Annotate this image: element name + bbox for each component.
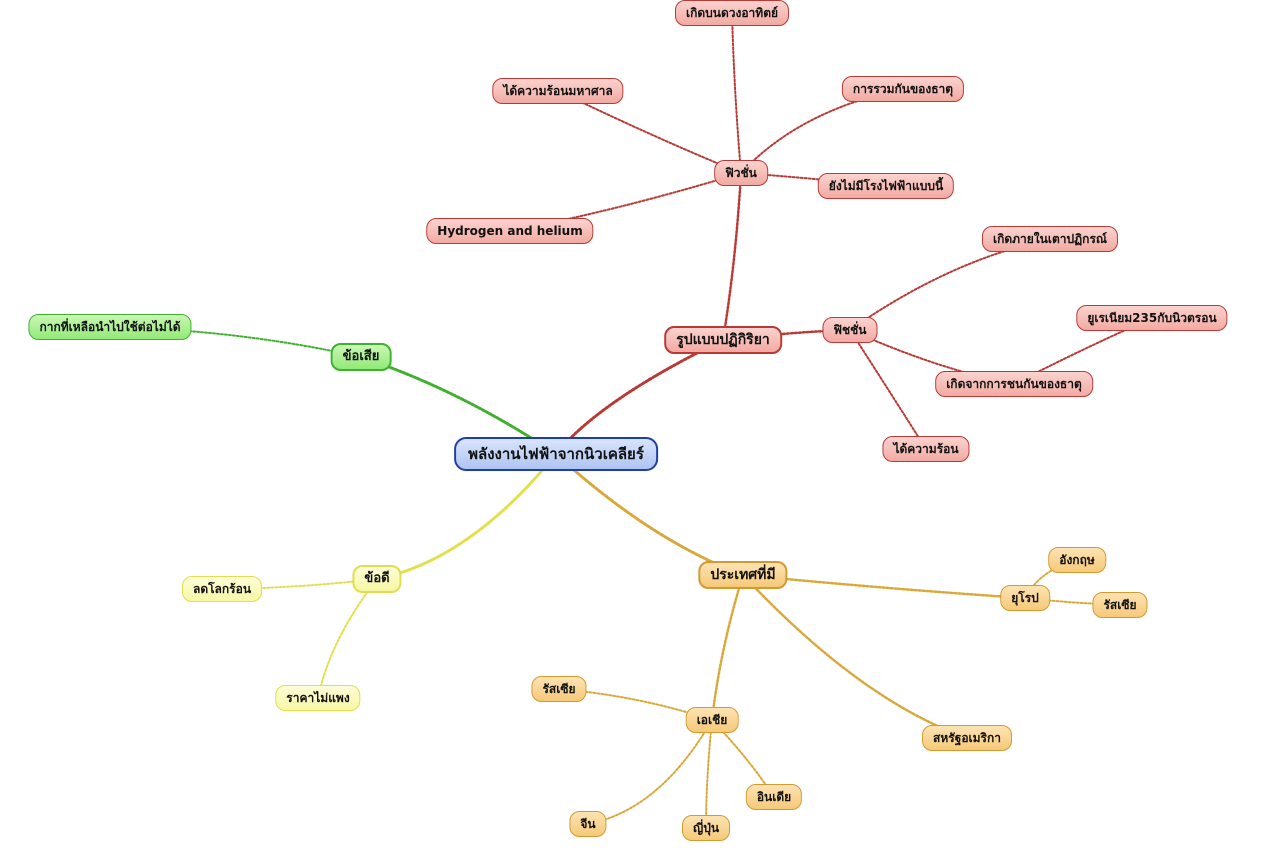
node-england[interactable]: อังกฤษ (1048, 547, 1106, 573)
node-fusion-hydrogen-helium[interactable]: Hydrogen and helium (426, 218, 594, 244)
node-asia[interactable]: เอเชีย (685, 707, 739, 733)
node-fission-uranium-neutron[interactable]: ยูเรเนียม235กับนิวตรอน (1076, 305, 1228, 331)
connector-line (741, 573, 969, 740)
node-india[interactable]: อินเดีย (745, 784, 803, 810)
node-countries[interactable]: ประเทศที่มี (698, 561, 788, 589)
central-topic[interactable]: พลังงานไฟฟ้าจากนิวเคลียร์ (454, 437, 658, 471)
node-fusion[interactable]: ฟิวชั่น (714, 160, 768, 186)
node-fission-heat[interactable]: ได้ความร้อน (882, 436, 970, 462)
node-fission-in-reactor[interactable]: เกิดภายในเตาปฏิกรณ์ (981, 226, 1119, 252)
connector-line (317, 578, 378, 699)
connector-line (721, 171, 743, 342)
connector-line (849, 238, 1051, 331)
node-fission[interactable]: ฟิชชั่น (822, 317, 878, 343)
node-reduce-global-warming[interactable]: ลดโลกร้อน (181, 576, 263, 602)
node-fusion-on-sun[interactable]: เกิดบนดวงอาทิตย์ (674, 0, 790, 26)
node-not-expensive[interactable]: ราคาไม่แพง (275, 685, 361, 711)
connector-line (554, 452, 745, 577)
node-china[interactable]: จีน (569, 811, 607, 837)
connector-line (587, 719, 713, 825)
node-fission-collision[interactable]: เกิดจากการชนกันของธาตุ (935, 371, 1093, 397)
node-asia-russia[interactable]: รัสเซีย (531, 676, 587, 702)
connector-line (705, 719, 713, 829)
connector-line (849, 329, 927, 450)
node-usa[interactable]: สหรัฐอเมริกา (922, 725, 1012, 751)
node-fusion-combining-elements[interactable]: การรวมกันของธาตุ (841, 76, 965, 102)
node-fusion-huge-heat[interactable]: ได้ความร้อนมหาศาล (492, 78, 624, 104)
node-reaction-types[interactable]: รูปแบบปฏิกิริยา (664, 326, 782, 354)
connector-line (375, 452, 558, 581)
node-disadvantages[interactable]: ข้อเสีย (330, 343, 392, 371)
node-advantages[interactable]: ข้อดี (352, 565, 402, 593)
node-waste-unusable[interactable]: กากที่เหลือนำไปใช้ต่อไม่ได้ (28, 314, 192, 340)
connector-line (731, 12, 742, 174)
node-fusion-no-plants-yet[interactable]: ยังไม่มีโรงไฟฟ้าแบบนี้ (817, 173, 955, 199)
connector-line (710, 573, 745, 722)
node-europe[interactable]: ยุโรป (1000, 585, 1050, 611)
node-japan[interactable]: ญี่ปุ่น (681, 815, 731, 841)
node-europe-russia[interactable]: รัสเซีย (1092, 592, 1148, 618)
